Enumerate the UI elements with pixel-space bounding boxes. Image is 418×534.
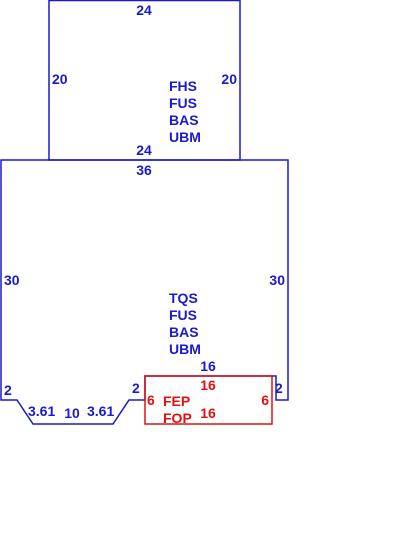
lower-top-dimension: 36	[136, 162, 152, 178]
bay-bottom-dimension: 10	[64, 405, 80, 421]
lower-code-3: BAS	[169, 324, 199, 340]
upper-code-4: UBM	[169, 129, 201, 145]
upper-area-outline	[48, 0, 241, 161]
bay-left-dimension: 3.61	[28, 403, 55, 419]
lower-right-dimension: 30	[269, 272, 285, 288]
porch-code-2: FOP	[163, 410, 192, 426]
upper-top-dimension: 24	[136, 2, 152, 18]
porch-right-dimension: 6	[261, 392, 269, 408]
upper-code-2: FUS	[169, 95, 197, 111]
lower-code-1: TQS	[169, 290, 198, 306]
porch-code-1: FEP	[163, 393, 190, 409]
porch-bottom-dimension: 16	[200, 405, 216, 421]
bay-right-dimension: 3.61	[87, 403, 114, 419]
porch-left-dimension: 6	[147, 392, 155, 408]
upper-right-dimension: 20	[221, 71, 237, 87]
porch-outline	[144, 375, 273, 425]
lower-inner-top-dimension: 16	[200, 358, 216, 374]
lower-notch-step-dimension: 2	[132, 380, 140, 396]
lower-left-dimension: 30	[4, 272, 20, 288]
lower-code-2: FUS	[169, 307, 197, 323]
upper-left-dimension: 20	[52, 71, 68, 87]
lower-right-step-dimension: 2	[275, 380, 283, 396]
upper-code-1: FHS	[169, 78, 197, 94]
lower-code-4: UBM	[169, 341, 201, 357]
upper-bottom-dimension: 24	[136, 142, 152, 158]
porch-top-dimension: 16	[200, 377, 216, 393]
lower-left-step-dimension: 2	[4, 382, 12, 398]
upper-code-3: BAS	[169, 112, 199, 128]
